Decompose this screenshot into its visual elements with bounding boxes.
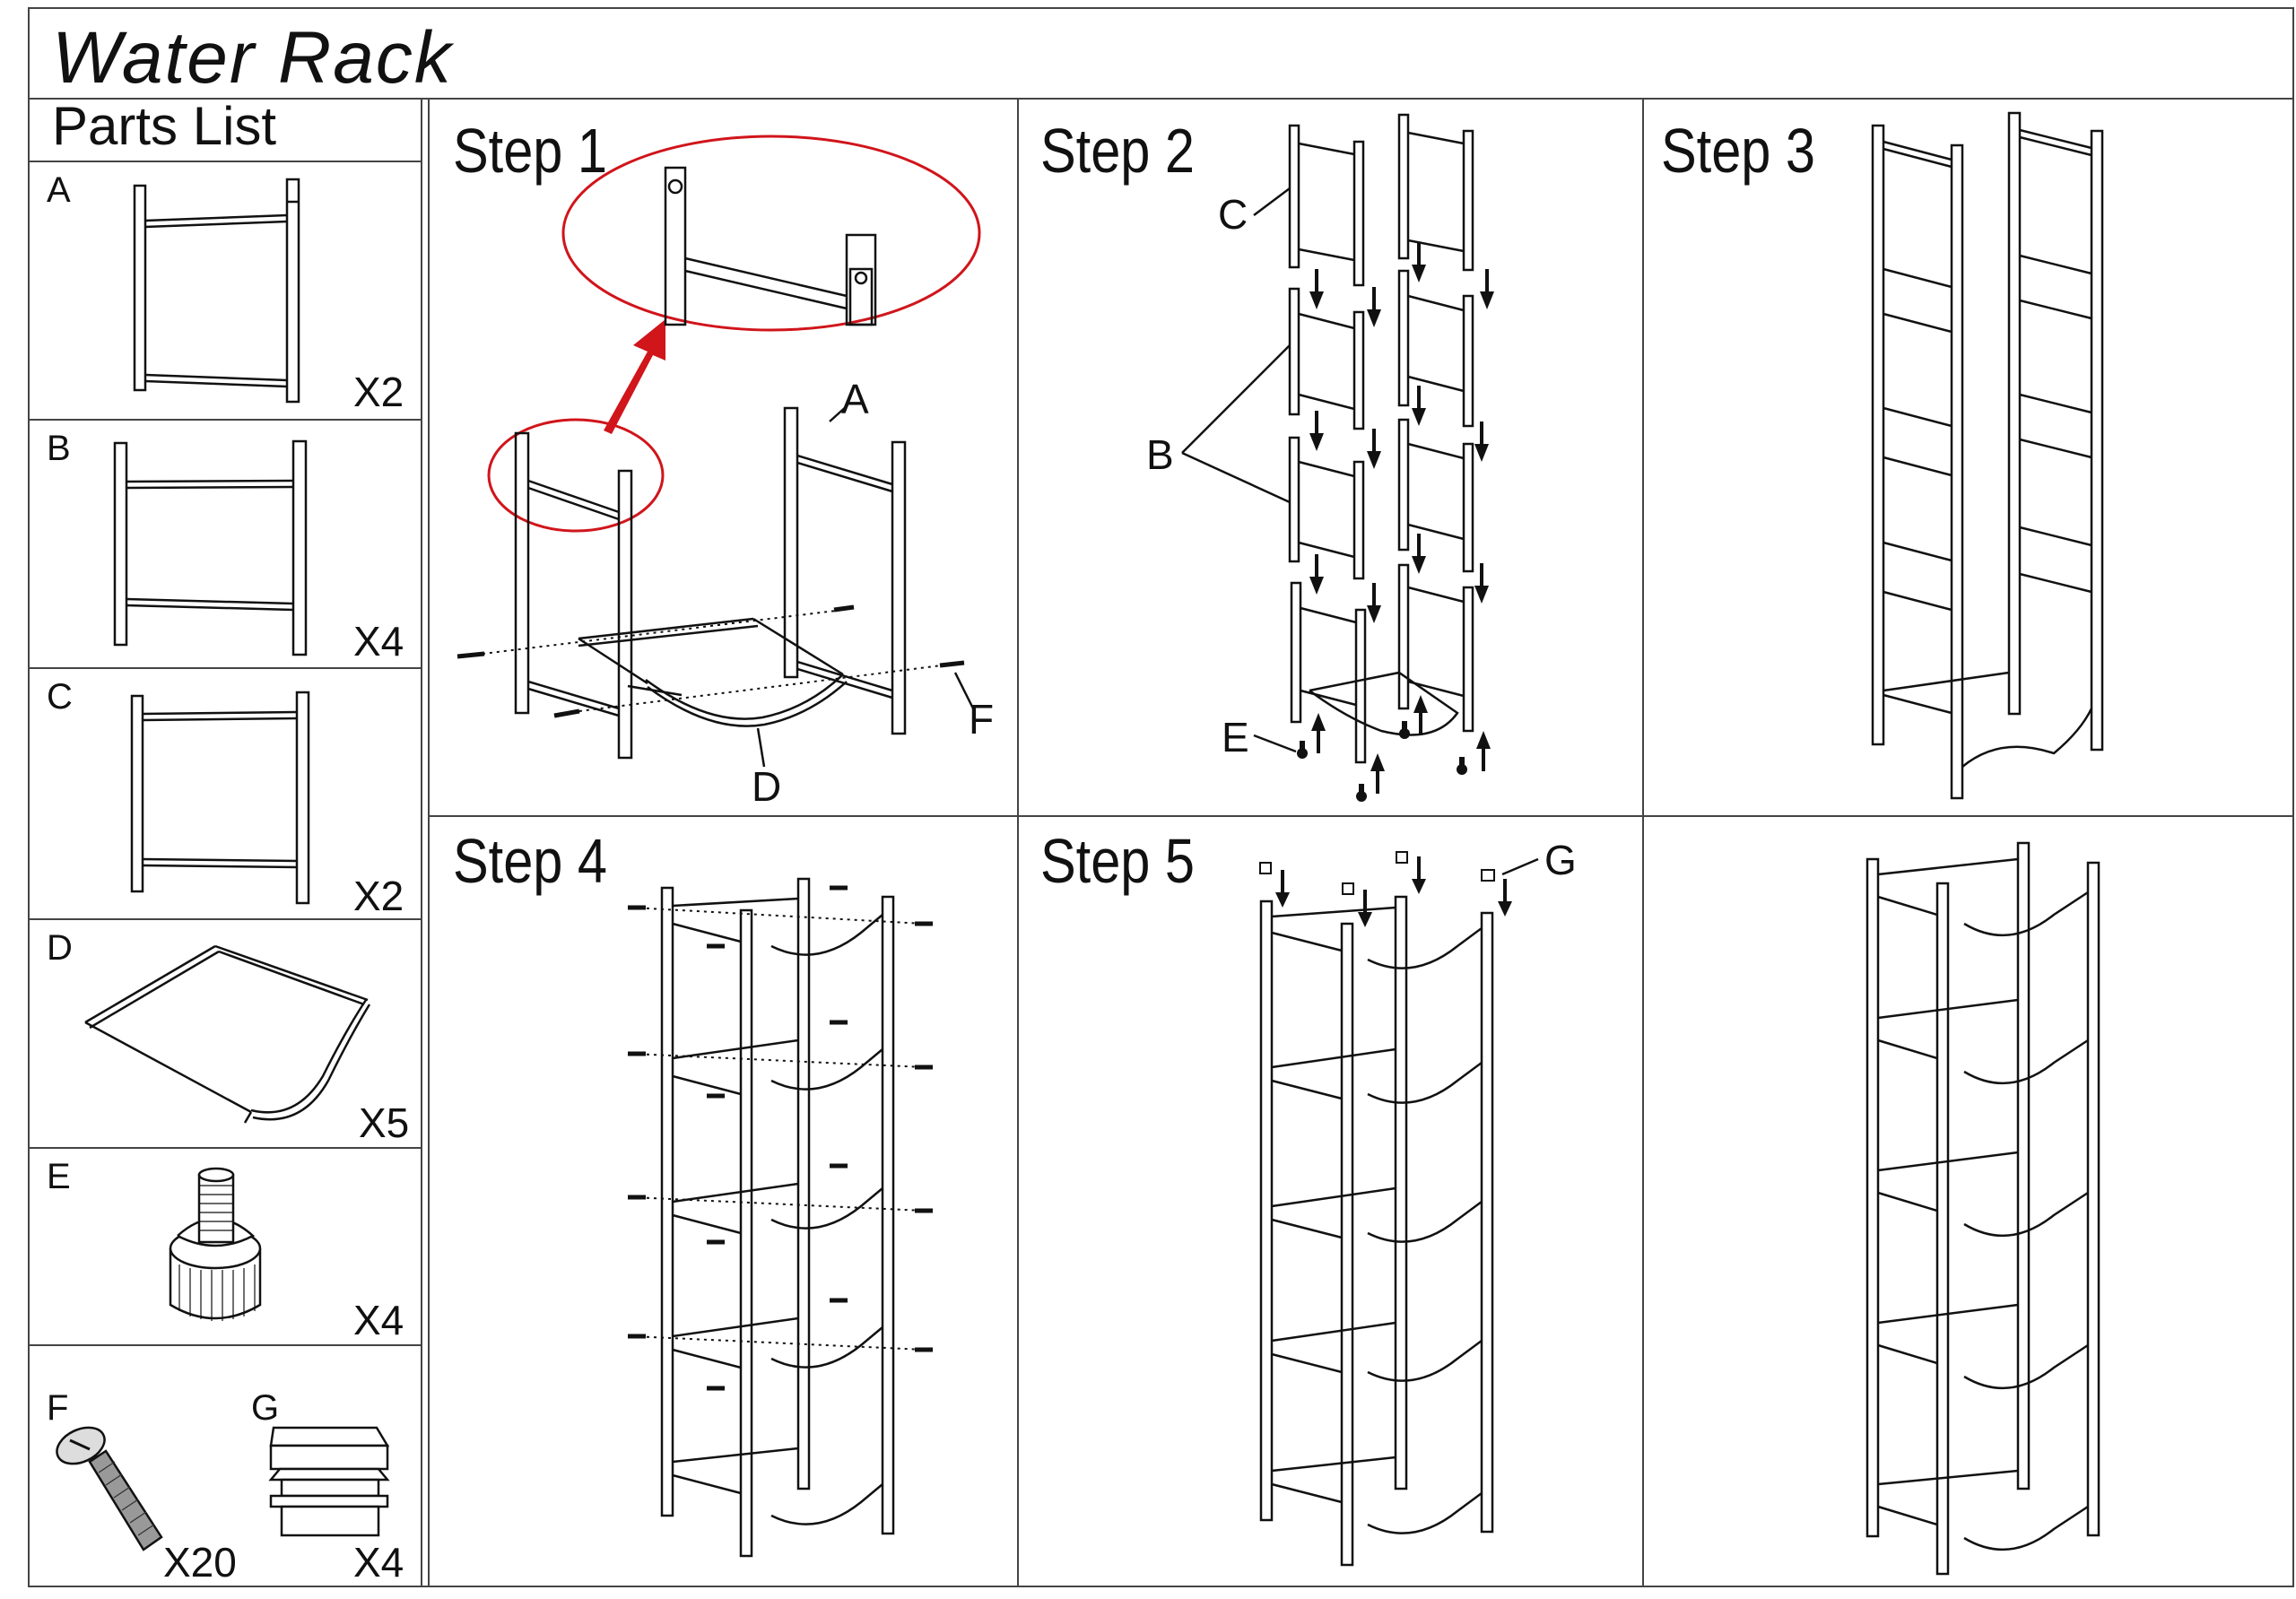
part-qty-g: X4 xyxy=(353,1539,404,1586)
step-2-title: Step 2 xyxy=(1040,116,1196,186)
part-letter-g: G xyxy=(251,1388,280,1428)
step-3-title: Step 3 xyxy=(1661,116,1816,186)
part-letter-b: B xyxy=(47,429,71,468)
step-1-callout-a: A xyxy=(841,376,869,422)
part-letter-f: F xyxy=(47,1388,69,1428)
part-letter-d: D xyxy=(47,928,73,968)
step-1-title: Step 1 xyxy=(453,116,608,186)
step-5-callout-g: G xyxy=(1544,837,1577,883)
part-letter-a: A xyxy=(47,170,71,210)
part-qty-a: X2 xyxy=(353,369,404,415)
page-title: Water Rack xyxy=(52,17,453,99)
step-2-callout-e: E xyxy=(1222,714,1249,760)
part-letter-c: C xyxy=(47,677,73,717)
step-2-callout-c: C xyxy=(1218,191,1248,238)
magnify-arrow-icon xyxy=(604,319,665,434)
part-qty-f: X20 xyxy=(163,1539,237,1586)
parts-list-heading: Parts List xyxy=(52,96,277,156)
step-1-callout-f: F xyxy=(969,696,995,743)
step-2-callout-b: B xyxy=(1146,431,1174,478)
step-1-callout-d: D xyxy=(752,763,782,810)
part-qty-b: X4 xyxy=(353,618,404,665)
step-5-title: Step 5 xyxy=(1040,826,1196,896)
part-qty-e: X4 xyxy=(353,1297,404,1343)
step-4-title: Step 4 xyxy=(453,826,608,896)
part-qty-c: X2 xyxy=(353,873,404,919)
part-qty-d: X5 xyxy=(359,1099,410,1146)
part-letter-e: E xyxy=(47,1157,71,1196)
